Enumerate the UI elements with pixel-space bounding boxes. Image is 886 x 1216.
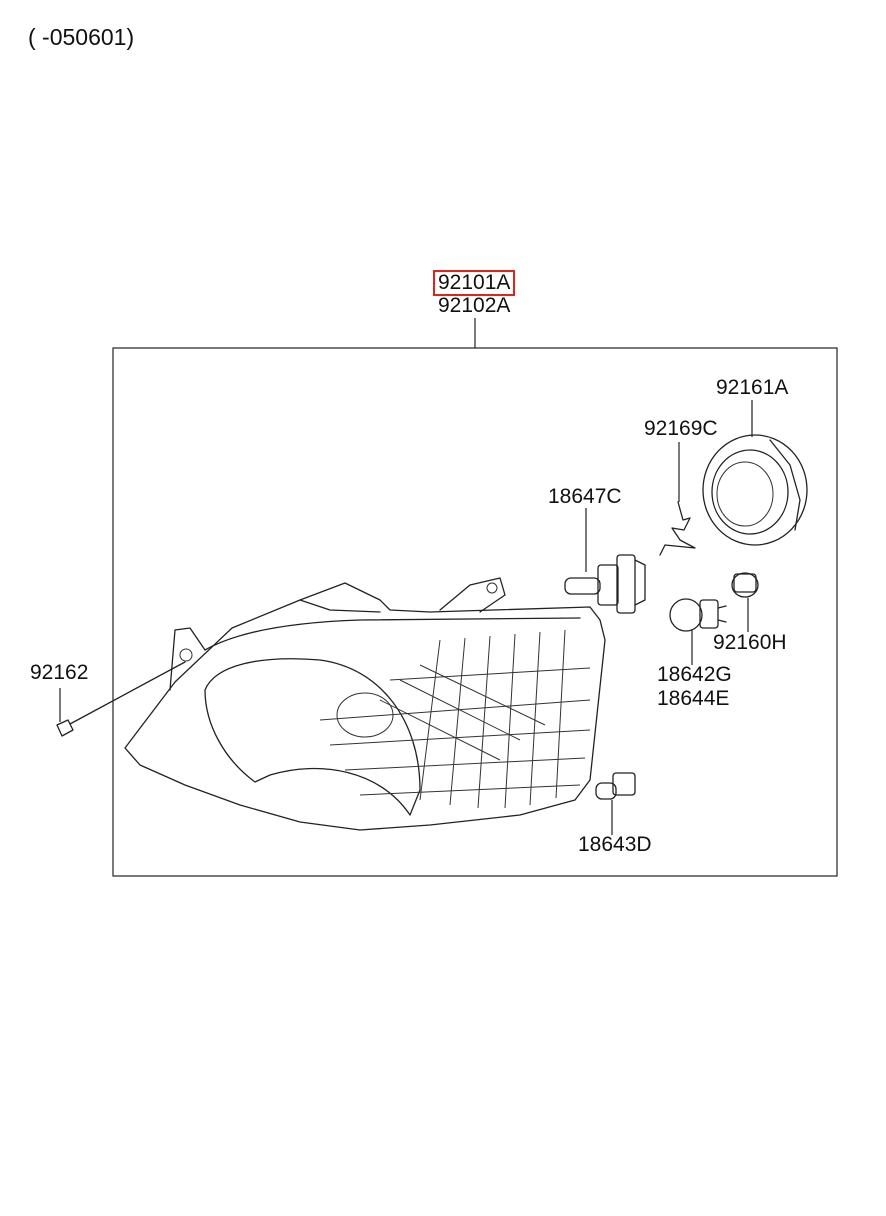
headlamp-housing-drawing	[124, 577, 606, 831]
part-number-headlamp-bulb[interactable]: 18647C	[548, 485, 622, 508]
lens-pattern	[319, 629, 591, 809]
screw-drawing	[56, 661, 186, 737]
part-number-assembly-rh[interactable]: 92102A	[438, 294, 511, 317]
position-bulb-drawing	[595, 772, 636, 800]
turn-bulb-drawing	[669, 598, 727, 632]
part-number-assembly-lh[interactable]: 92101A	[433, 270, 516, 296]
spring-clip-drawing	[659, 501, 696, 556]
date-code: ( -050601)	[28, 24, 135, 50]
part-number-position-bulb[interactable]: 18643D	[578, 833, 652, 856]
part-number-turn-bulb-a[interactable]: 18642G	[657, 663, 732, 686]
part-number-turn-socket[interactable]: 92160H	[713, 631, 787, 654]
turn-socket-drawing	[731, 572, 759, 598]
headlamp-bulb-drawing	[564, 554, 646, 614]
assembly-frame	[112, 347, 838, 877]
part-number-turn-bulb-b[interactable]: 18644E	[657, 687, 730, 710]
part-number-screw[interactable]: 92162	[30, 661, 89, 684]
part-number-socket-cap[interactable]: 92161A	[716, 376, 789, 399]
socket-cap-drawing	[702, 434, 808, 546]
part-number-spring-clip[interactable]: 92169C	[644, 417, 718, 440]
